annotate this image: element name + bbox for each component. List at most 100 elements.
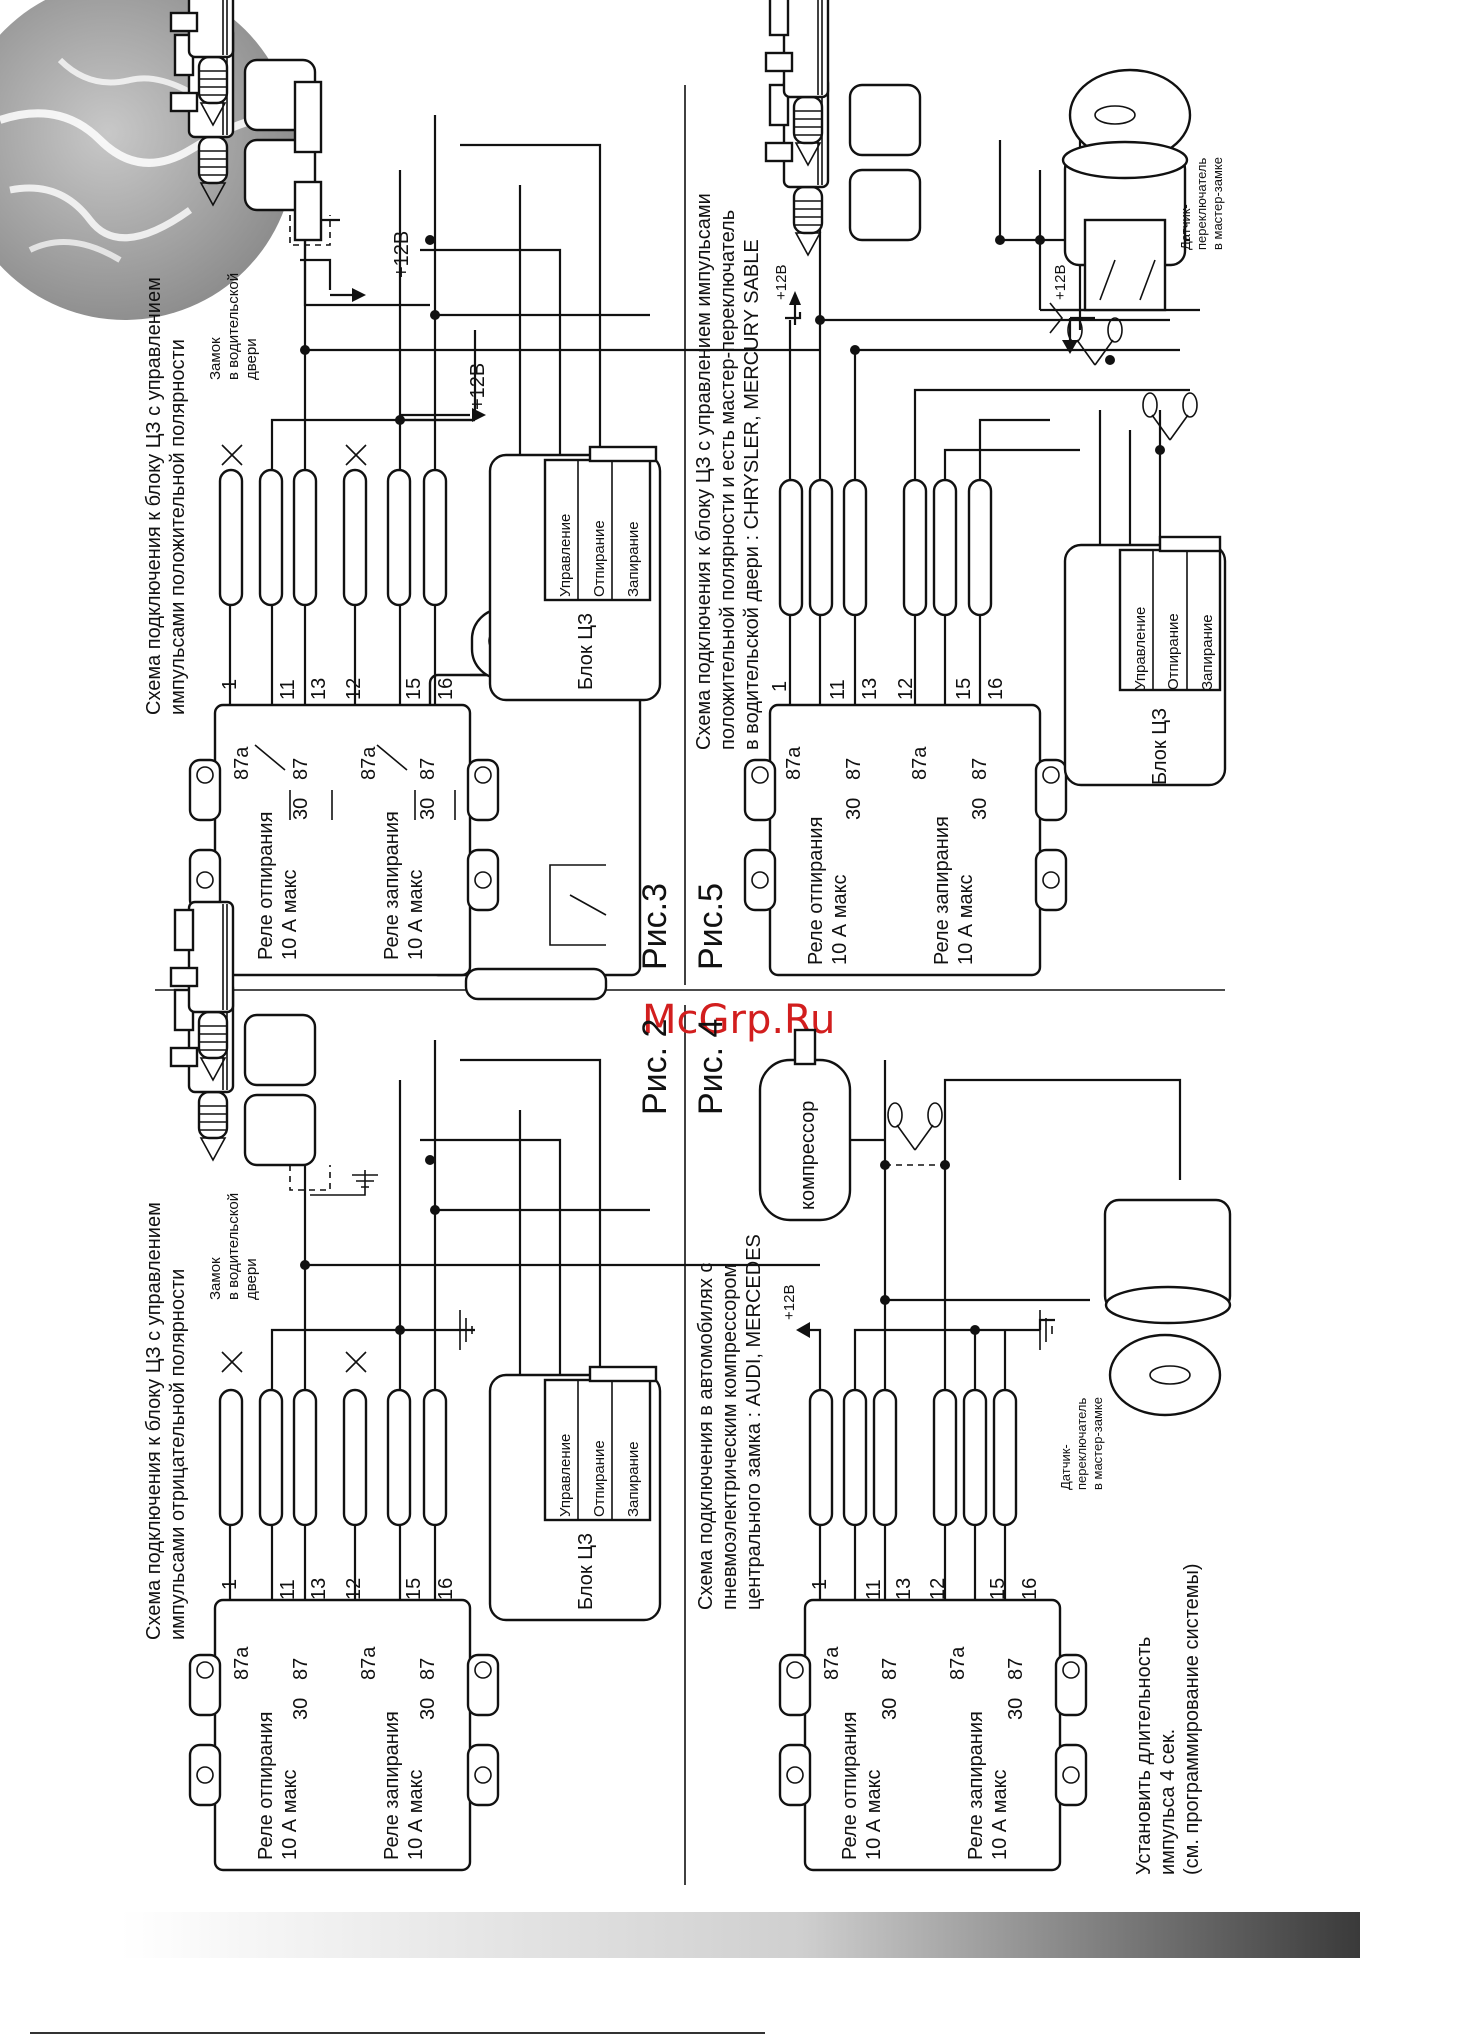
diagram-fig3: Блок ЦЗ Управление Отпирание Запирание +… (143, 0, 820, 1001)
sensor-line2-fig5: переключатель (1194, 157, 1209, 250)
contact-87a-lock-fig3: 87a (358, 746, 380, 780)
contact-87a-unlock-fig3: 87a (231, 746, 253, 780)
contact-30-lock-fig3: 30 (417, 798, 439, 820)
key-icon (1103, 1198, 1232, 1417)
door-lock-line2-fig2: в водительской (225, 1193, 242, 1300)
diagram-fig4: компрессор Датчик- переключатель в масте… (692, 1019, 1232, 1876)
contact-87-unlock-fig4: 87 (879, 1658, 901, 1680)
note-line1-fig4: Установить длительность (1133, 1637, 1155, 1875)
figure-label-fig2: Рис. 2 (636, 1019, 674, 1115)
relay-body-fig2 (213, 1598, 472, 1872)
cz-row-control-fig2: Управление (557, 1434, 574, 1517)
contact-87-unlock-fig5: 87 (843, 758, 865, 780)
contact-87-lock-fig4: 87 (1005, 1658, 1027, 1680)
cz-row-lock-fig3: Запирание (625, 521, 642, 597)
sensor-line2-fig4: переключатель (1074, 1397, 1089, 1490)
cz-row-unlock-fig3: Отпирание (591, 520, 608, 597)
contact-87a-unlock-fig2: 87a (231, 1646, 253, 1680)
title-line2-fig3: импульсами положительной полярности (167, 339, 189, 715)
door-lock-line3-fig2: двери (243, 1258, 260, 1300)
pin-15-fig2: 15 (403, 1578, 425, 1600)
pin-13-fig3: 13 (308, 678, 330, 700)
compressor-label: компрессор (797, 1101, 819, 1210)
relay-unlock-line2-fig4: 10 А макс (863, 1769, 885, 1860)
contact-30-unlock-fig3: 30 (290, 798, 312, 820)
relay-unlock-line1-fig5: Реле отпирания (805, 817, 827, 965)
relay-lock-line2-fig4: 10 А макс (989, 1769, 1011, 1860)
relay-lock-line2-fig5: 10 А макс (955, 874, 977, 965)
footer-gradient-band (120, 1912, 1360, 1958)
title-line2-fig2: импульсами отрицательной полярности (167, 1269, 189, 1640)
plus12v-upper-fig3: +12В (391, 231, 413, 278)
figure-label-fig5: Рис.5 (692, 883, 730, 970)
title-line2-fig5: положительной полярности и есть мастер-п… (717, 210, 739, 750)
door-lock-line3-fig3: двери (243, 338, 260, 380)
contact-87-lock-fig5: 87 (969, 758, 991, 780)
contact-30-lock-fig5: 30 (969, 798, 991, 820)
contact-30-unlock-fig2: 30 (290, 1698, 312, 1720)
pin-12-fig4: 12 (927, 1578, 949, 1600)
plus12v-lower-fig5: +12В (1052, 265, 1069, 300)
cz-row-control-fig5: Управление (1132, 607, 1149, 690)
wire-cutter-icon (1067, 317, 1123, 366)
pin-12-fig3: 12 (343, 678, 365, 700)
title-line3-fig5: в водительской двери : CHRYSLER, MERCURY… (741, 239, 763, 750)
relay-lock-line1-fig5: Реле запирания (931, 816, 953, 965)
pin-11-fig2: 11 (277, 1579, 299, 1600)
contact-87-unlock-fig3: 87 (290, 758, 312, 780)
relay-lock-line1-fig2: Реле запирания (381, 1711, 403, 1860)
title-line1-fig4: Схема подключения в автомобилях с (695, 1263, 717, 1610)
plus12v-upper-fig5: +12В (773, 265, 790, 300)
wire-cutter-icon (887, 1102, 943, 1151)
diagram-fig2: Блок ЦЗ Управление Отпирание Запирание З… (143, 900, 820, 1872)
door-lock-line1-fig3: Замок (207, 337, 224, 380)
title-line2-fig4: пневмоэлектрическим компрессором (719, 1264, 741, 1610)
pin-15-fig5: 15 (953, 678, 975, 700)
relay-unlock-line2-fig2: 10 А макс (279, 1769, 301, 1860)
pin-1-fig3: 1 (219, 679, 241, 690)
pin-15-fig3: 15 (403, 678, 425, 700)
relay-lock-line1-fig3: Реле запирания (381, 811, 403, 960)
cz-row-lock-fig2: Запирание (625, 1441, 642, 1517)
contact-30-lock-fig2: 30 (417, 1698, 439, 1720)
contact-87-lock-fig3: 87 (417, 758, 439, 780)
figure-label-fig4: Рис. 4 (692, 1019, 730, 1115)
pin-11-fig5: 11 (827, 679, 849, 700)
contact-87a-unlock-fig4: 87a (821, 1646, 843, 1680)
pin-12-fig2: 12 (343, 1578, 365, 1600)
note-line3-fig4: (см. программирование системы) (1181, 1564, 1203, 1876)
sensor-line1-fig4: Датчик- (1058, 1444, 1073, 1490)
pin-15-fig4: 15 (987, 1578, 1009, 1600)
pin-1-fig4: 1 (809, 1579, 831, 1590)
relay-body-fig3 (213, 703, 472, 977)
sensor-line3-fig4: в мастер-замке (1090, 1397, 1105, 1490)
cz-block-label-fig2: Блок ЦЗ (575, 1533, 597, 1610)
contact-87a-unlock-fig5: 87a (783, 746, 805, 780)
door-lock-line2-fig3: в водительской (225, 273, 242, 380)
relay-body-fig5 (768, 703, 1042, 977)
fuse-set-fig3 (218, 468, 448, 607)
diagram-fig5: Блок ЦЗ Управление Отпирание Запирание +… (692, 0, 1227, 977)
contact-87a-lock-fig4: 87a (947, 1646, 969, 1680)
plus12v-fig4: +12В (781, 1285, 798, 1320)
key-icon (1061, 68, 1192, 312)
contact-87-lock-fig2: 87 (417, 1658, 439, 1680)
cz-row-control-fig3: Управление (557, 514, 574, 597)
pin-11-fig3: 11 (277, 679, 299, 700)
relay-lock-line2-fig2: 10 А макс (405, 1769, 427, 1860)
relay-body-fig4 (803, 1598, 1062, 1872)
sensor-line3-fig5: в мастер-замке (1210, 157, 1225, 250)
pin-11-fig4: 11 (863, 1579, 885, 1600)
sensor-line1-fig5: Датчик- (1178, 204, 1193, 250)
title-line1-fig5: Схема подключения к блоку ЦЗ с управлени… (693, 193, 715, 750)
contact-30-unlock-fig4: 30 (879, 1698, 901, 1720)
contact-30-unlock-fig5: 30 (843, 798, 865, 820)
cz-block-label-fig3: Блок ЦЗ (575, 613, 597, 690)
figure-label-fig3: Рис.3 (636, 883, 674, 970)
relay-unlock-line1-fig3: Реле отпирания (255, 812, 277, 960)
title-line1-fig2: Схема подключения к блоку ЦЗ с управлени… (143, 1202, 165, 1640)
door-lock-line1-fig2: Замок (207, 1257, 224, 1300)
pin-1-fig2: 1 (219, 1579, 241, 1590)
relay-lock-line1-fig4: Реле запирания (965, 1711, 987, 1860)
